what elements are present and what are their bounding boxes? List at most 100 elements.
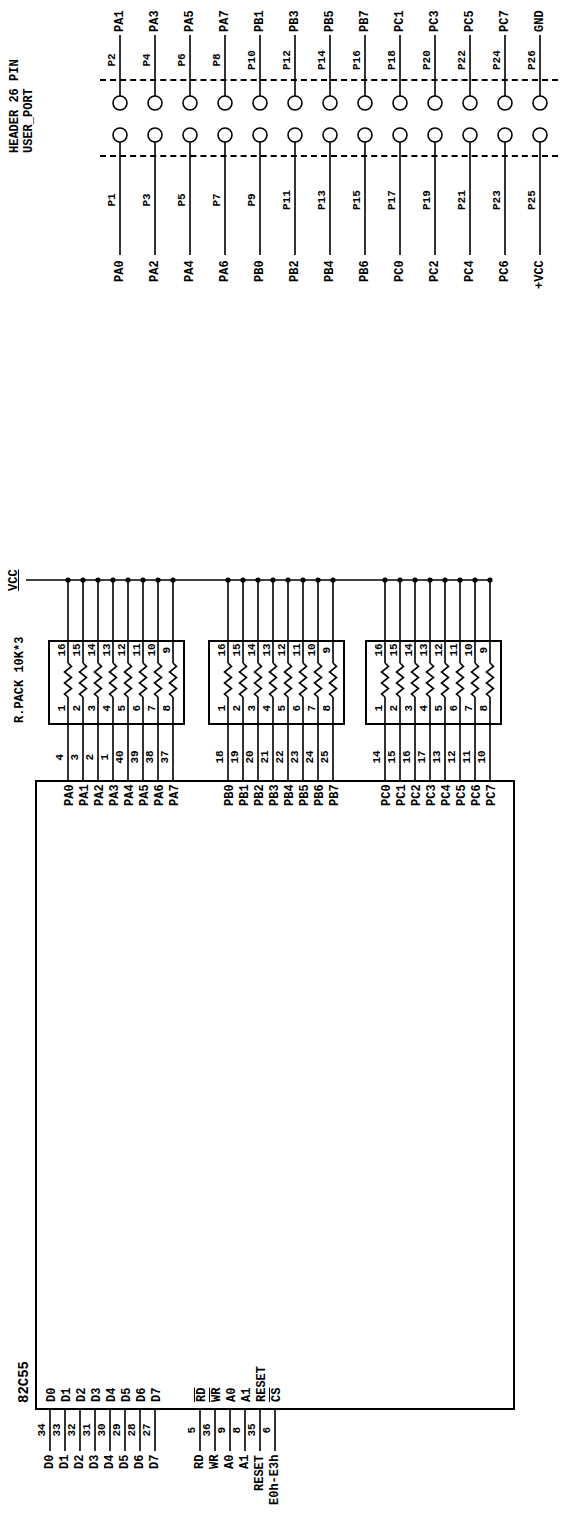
pin-wire [259,1410,261,1451]
pin-number: 10 [145,643,159,656]
header-wire [119,142,121,255]
header-pin [498,96,512,110]
pin-number: 33 [50,1423,64,1436]
header-pin [533,96,547,110]
pin-name: D1 [60,1388,74,1402]
header-pin [288,128,302,142]
signal-wire [97,725,99,780]
pin-number: 11 [290,643,304,656]
pin-name: PC5 [455,784,469,806]
pin-number: 16 [55,643,69,656]
pin-name: PC7 [485,784,499,806]
header-pin-label: P23 [490,190,504,210]
pin-name: PA5 [138,784,152,806]
net-label: PC3 [428,10,442,32]
pin-number: 13 [430,750,444,763]
net-label: PC6 [498,260,512,282]
net-label: PA3 [148,10,162,32]
pin-number: 3 [402,705,416,712]
pin-number: 6 [260,1427,274,1434]
header-pin [498,128,512,142]
signal-label: WR [208,1455,222,1469]
resistor-symbol [140,663,147,697]
pin-name: D0 [45,1388,59,1402]
net-label: PB2 [288,260,302,282]
signal-label: D0 [43,1455,57,1469]
header-wire [469,35,471,96]
resistor-symbol [170,663,177,697]
signal-wire [227,725,229,780]
header-wire [224,35,226,96]
pin-wire [49,1410,51,1451]
ic-body: 82C55D0D1D2D3D4D5D6D7RDWRA0A1RESETCSPA0P… [35,780,515,1410]
header-wire [504,35,506,96]
header-pin-label: P14 [315,50,329,70]
signal-wire [399,725,401,780]
signal-wire [414,725,416,780]
pin-number: 24 [303,750,317,763]
net-label: PA4 [183,260,197,282]
pin-number: 16 [400,750,414,763]
pin-name: D5 [120,1388,134,1402]
header-pin-label: P16 [350,50,364,70]
pin-name: PC6 [470,784,484,806]
pin-number: 11 [130,643,144,656]
header-pin-label: P26 [525,50,539,70]
header-pin [183,128,197,142]
pin-number: 12 [445,750,459,763]
header-pin-label: P15 [350,190,364,210]
signal-wire [332,725,334,780]
pin-number: 8 [160,705,174,712]
header-wire [329,142,331,255]
net-label: PC1 [393,10,407,32]
pin-number: 3 [245,705,259,712]
resistor-symbol [300,663,307,697]
signal-label: D7 [148,1455,162,1469]
signal-label: D3 [88,1455,102,1469]
header-pin [393,96,407,110]
signal-wire [242,725,244,780]
pin-number: 8 [477,705,491,712]
net-label: PB1 [253,10,267,32]
pin-number: 6 [290,705,304,712]
pin-name: PB0 [223,784,237,806]
pin-wire [109,1410,111,1451]
net-label: PA0 [113,260,127,282]
pin-number: 9 [215,1427,229,1434]
header-pin-label: P24 [490,50,504,70]
connector-name: HEADER 26 PIN USER_PORT [8,43,36,153]
signal-label: D5 [118,1455,132,1469]
signal-wire [272,725,274,780]
header-wire [539,142,541,255]
header-wire [504,142,506,255]
pin-name: D2 [75,1388,89,1402]
resistor-symbol [110,663,117,697]
pin-number: 25 [318,750,332,763]
pin-number: 10 [462,643,476,656]
net-label: PC0 [393,260,407,282]
header-wire [154,142,156,255]
header-pin-label: P10 [245,50,259,70]
pin-name: PA7 [168,784,182,806]
header-pin-label: P5 [175,193,189,206]
pin-name: D6 [135,1388,149,1402]
pin-number: 1 [215,705,229,712]
pin-number: 15 [230,643,244,656]
pin-wire [64,1410,66,1451]
header-pin-label: P22 [455,50,469,70]
pin-number: 18 [213,750,227,763]
header-pin [218,128,232,142]
signal-wire [489,725,491,780]
pin-name: PB5 [298,784,312,806]
header-pin-label: P11 [280,190,294,210]
header-pin [113,96,127,110]
signal-wire [157,725,159,780]
pin-number: 21 [258,750,272,763]
pin-number: 31 [80,1423,94,1436]
pin-number: 13 [260,643,274,656]
header-wire [539,35,541,96]
header-pin-label: P8 [210,53,224,66]
pin-number: 36 [200,1423,214,1436]
net-label: PB6 [358,260,372,282]
pin-name: PB1 [238,784,252,806]
